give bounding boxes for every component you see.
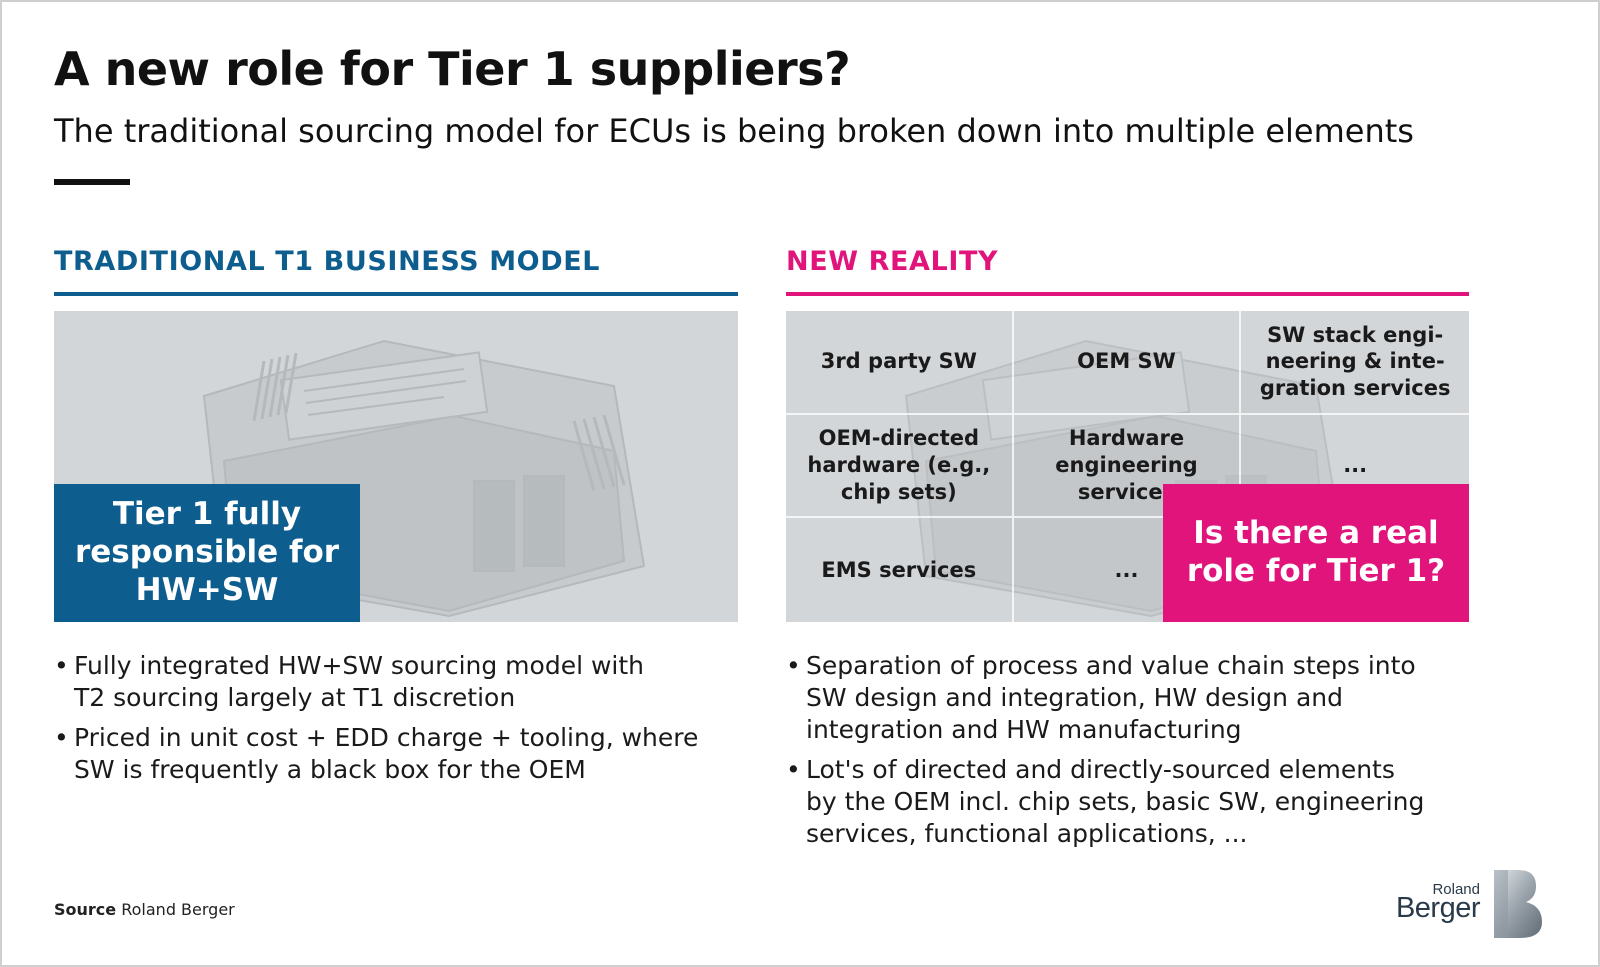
callout-line: role for Tier 1?: [1187, 553, 1445, 591]
grid-cell: 3rd party SW: [786, 311, 1014, 415]
cell-line: ...: [1115, 557, 1139, 584]
left-column-rule: [54, 292, 738, 296]
grid-cell: EMS services: [786, 518, 1014, 622]
cell-line: OEM SW: [1077, 348, 1176, 375]
cell-line: neering & inte-: [1260, 348, 1451, 375]
bullet-line: by the OEM incl. chip sets, basic SW, en…: [806, 786, 1486, 818]
bullet-line: SW design and integration, HW design and: [806, 682, 1486, 714]
logo-line-berger: Berger: [1396, 892, 1480, 925]
roland-berger-logo: Roland Berger: [1396, 866, 1546, 942]
cell-line: hardware (e.g.,: [807, 452, 990, 479]
bullet-line: SW is frequently a black box for the OEM: [74, 754, 754, 786]
bullet-item: Separation of process and value chain st…: [786, 650, 1486, 746]
cell-line: SW stack engi-: [1260, 322, 1451, 349]
callout-line: responsible for: [75, 534, 339, 572]
bullet-line: Separation of process and value chain st…: [806, 650, 1486, 682]
tier1-callout-box: Tier 1 fully responsible for HW+SW: [54, 484, 360, 622]
right-column-rule: [786, 292, 1469, 296]
bullet-item: Lot's of directed and directly-sourced e…: [786, 754, 1486, 850]
cell-line: OEM-directed: [807, 425, 990, 452]
callout-line: Tier 1 fully: [75, 496, 339, 534]
grid-cell: SW stack engi- neering & inte- gration s…: [1241, 311, 1469, 415]
bullet-line: Lot's of directed and directly-sourced e…: [806, 754, 1486, 786]
roland-berger-b-mark-icon: [1490, 866, 1546, 942]
left-column-heading: TRADITIONAL T1 BUSINESS MODEL: [54, 246, 600, 277]
bullet-line: Priced in unit cost + EDD charge + tooli…: [74, 722, 754, 754]
slide-title: A new role for Tier 1 suppliers?: [54, 42, 850, 96]
title-underline: [54, 179, 130, 185]
slide-subtitle: The traditional sourcing model for ECUs …: [54, 112, 1414, 150]
bullet-line: T2 sourcing largely at T1 discretion: [74, 682, 754, 714]
source-label: Source: [54, 900, 116, 919]
callout-line: HW+SW: [75, 572, 339, 610]
grid-cell: OEM SW: [1014, 311, 1242, 415]
bullet-line: integration and HW manufacturing: [806, 714, 1486, 746]
cell-line: gration services: [1260, 375, 1451, 402]
cell-line: EMS services: [821, 557, 976, 584]
bullet-item: Priced in unit cost + EDD charge + tooli…: [54, 722, 754, 786]
bullet-line: Fully integrated HW+SW sourcing model wi…: [74, 650, 754, 682]
bullet-line: services, functional applications, ...: [806, 818, 1486, 850]
tier1-question-callout: Is there a real role for Tier 1?: [1163, 484, 1469, 622]
callout-line: Is there a real: [1187, 515, 1445, 553]
source-note: Source Roland Berger: [54, 900, 235, 919]
cell-line: Hardware: [1055, 425, 1197, 452]
bullet-item: Fully integrated HW+SW sourcing model wi…: [54, 650, 754, 714]
cell-line: engineering: [1055, 452, 1197, 479]
left-bullet-list: Fully integrated HW+SW sourcing model wi…: [54, 650, 754, 794]
right-column-heading: NEW REALITY: [786, 246, 998, 277]
grid-cell: OEM-directed hardware (e.g., chip sets): [786, 415, 1014, 519]
source-text: Roland Berger: [121, 900, 235, 919]
cell-line: chip sets): [807, 479, 990, 506]
cell-line: 3rd party SW: [821, 348, 977, 375]
cell-line: ...: [1343, 452, 1367, 479]
right-bullet-list: Separation of process and value chain st…: [786, 650, 1486, 858]
